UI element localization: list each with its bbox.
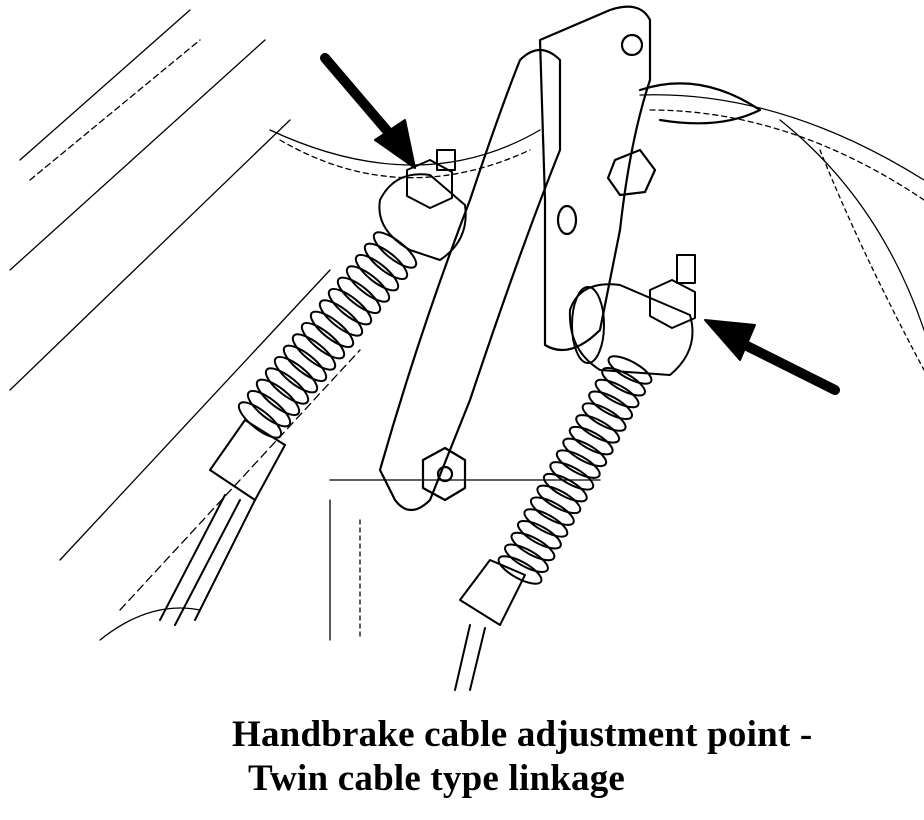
spring-coil bbox=[237, 401, 283, 439]
spring-coil bbox=[536, 484, 582, 515]
caption-line-1: Handbrake cable adjustment point - bbox=[232, 714, 813, 755]
spring-coil bbox=[549, 461, 595, 491]
spring-coil bbox=[510, 531, 556, 562]
spring-coil bbox=[345, 265, 391, 303]
spring-coil bbox=[363, 242, 409, 281]
spring-coil bbox=[300, 321, 346, 360]
spring-coil bbox=[542, 472, 588, 503]
spring-coil bbox=[497, 555, 543, 585]
left-adjuster-nut bbox=[406, 159, 453, 209]
right-adjuster-nut bbox=[649, 279, 696, 329]
spring-coil bbox=[264, 367, 310, 405]
spring-coil bbox=[562, 437, 608, 468]
arrows bbox=[320, 53, 840, 395]
caption-line-2: Twin cable type linkage bbox=[248, 758, 626, 799]
spring-coil bbox=[309, 310, 355, 349]
spring-coil bbox=[568, 425, 614, 456]
spring-coil bbox=[255, 378, 301, 417]
spring-coil bbox=[372, 231, 418, 269]
spring-coil bbox=[318, 299, 364, 337]
spring-coil bbox=[607, 355, 653, 385]
spring-coil bbox=[516, 519, 562, 550]
spring-coil bbox=[601, 367, 646, 397]
handbrake-linkage-illustration bbox=[9, 5, 924, 691]
spring-coil bbox=[327, 287, 373, 326]
spring-coil bbox=[246, 389, 292, 428]
spring-coil bbox=[588, 390, 634, 421]
spring-coil bbox=[581, 402, 627, 432]
right-cable-assembly bbox=[454, 254, 696, 691]
spring-coil bbox=[523, 508, 569, 538]
spring-coil bbox=[594, 378, 640, 409]
background-structure-lines bbox=[9, 9, 924, 641]
spring-coil bbox=[282, 344, 328, 383]
left-cable-assembly bbox=[159, 149, 467, 626]
spring-coil bbox=[336, 276, 382, 315]
spring-coil bbox=[575, 414, 621, 444]
spring-coil bbox=[555, 449, 601, 479]
spring-coil bbox=[273, 355, 319, 394]
spring-coil bbox=[529, 496, 575, 526]
spring-coil bbox=[291, 333, 337, 371]
spring-coil bbox=[354, 253, 400, 292]
lever-plate bbox=[378, 5, 762, 512]
spring-coil bbox=[504, 543, 549, 573]
